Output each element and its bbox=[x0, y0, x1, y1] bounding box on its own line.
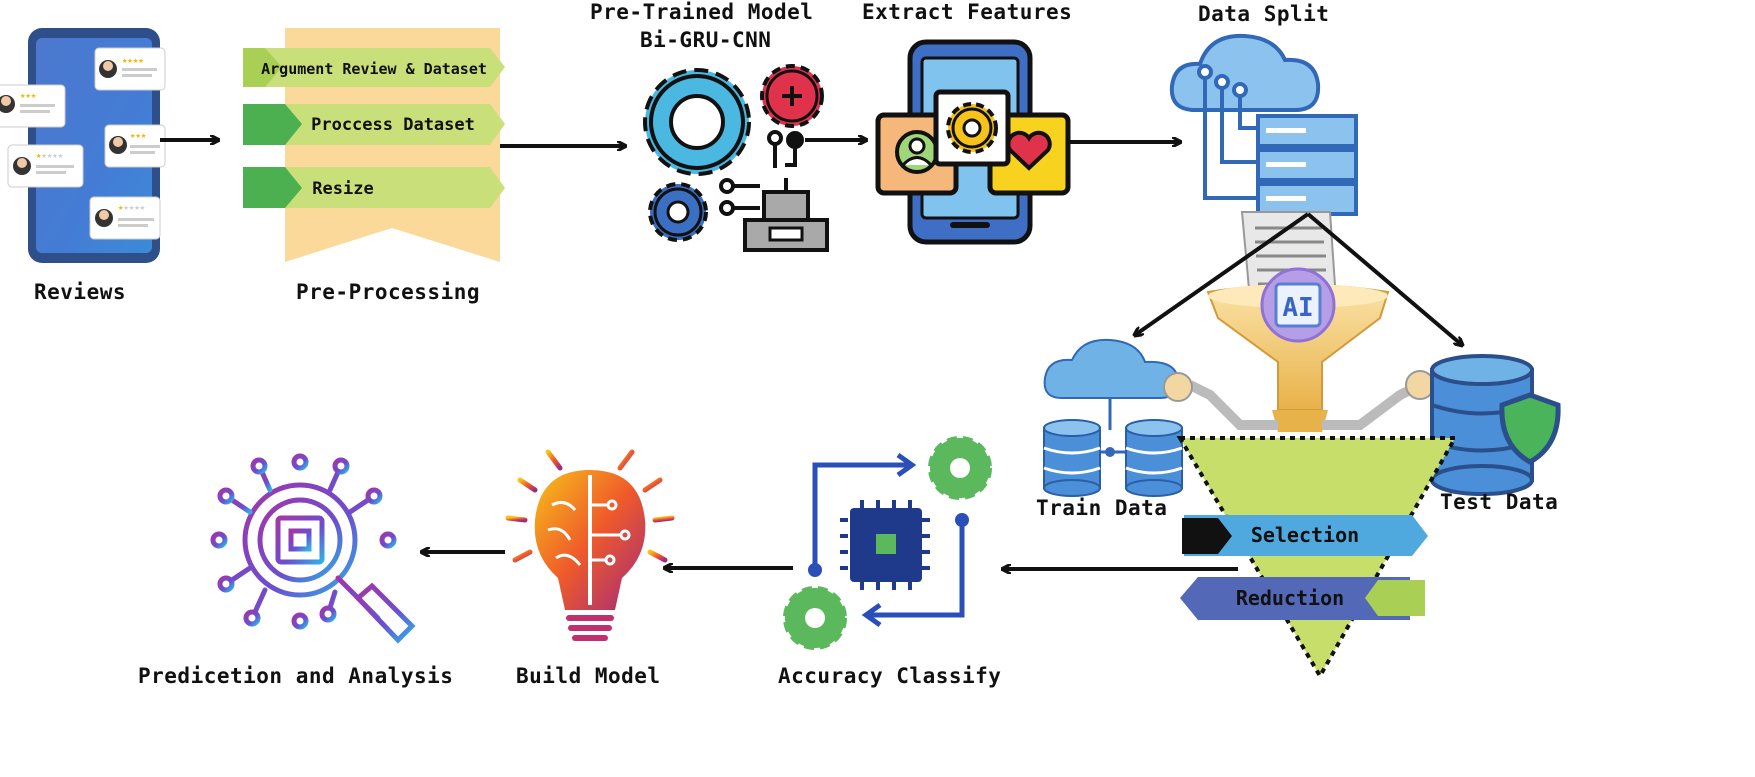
cloud-server-icon bbox=[1169, 33, 1358, 216]
preprocessing-step-1 bbox=[243, 48, 505, 87]
train-data-label: Train Data bbox=[1036, 496, 1168, 520]
reduction-triangle bbox=[1176, 436, 1459, 680]
svg-text:★★★★: ★★★★ bbox=[122, 56, 144, 66]
preprocessing-banner bbox=[243, 28, 505, 262]
test-data-label: Test Data bbox=[1440, 490, 1559, 514]
circuit-magnifier-icon bbox=[210, 453, 416, 644]
brain-bulb-icon bbox=[505, 437, 675, 641]
accuracy-classify-label: Accuracy Classify bbox=[778, 664, 1002, 688]
robot-icon bbox=[743, 178, 829, 252]
phone-reviews-icon: ★★★★ ★★★ ★★★ ★★★★★ ★★★★★ bbox=[0, 28, 166, 263]
preprocessing-step-2 bbox=[243, 104, 505, 145]
database-icon bbox=[1043, 419, 1101, 497]
svg-text:★★★: ★★★ bbox=[20, 91, 37, 101]
ai-badge: AI bbox=[1282, 293, 1313, 323]
reduction-banner bbox=[1180, 577, 1425, 620]
extract-features-label: Extract Features bbox=[862, 0, 1073, 24]
phone-features-icon bbox=[875, 39, 1071, 245]
reduction-label: Reduction bbox=[1236, 586, 1344, 610]
pretrained-model-label: Pre-Trained Model bbox=[590, 0, 814, 24]
preprocessing-label: Pre-Processing bbox=[296, 280, 481, 304]
svg-text:★★★★★: ★★★★★ bbox=[118, 203, 146, 213]
test-data-icon bbox=[1405, 354, 1561, 496]
svg-text:★★★★★: ★★★★★ bbox=[36, 151, 64, 161]
data-split-label: Data Split bbox=[1198, 2, 1330, 26]
build-model-label: Build Model bbox=[516, 664, 661, 688]
pretrained-model-sublabel: Bi-GRU-CNN bbox=[640, 28, 772, 52]
selection-label: Selection bbox=[1251, 523, 1359, 547]
preprocessing-step-3-label: Resize bbox=[312, 179, 373, 199]
selection-banner bbox=[1182, 515, 1428, 556]
preprocessing-step-3 bbox=[243, 167, 505, 208]
preprocessing-step-1-label: Argument Review & Dataset bbox=[261, 60, 487, 78]
arrow-split-to-test bbox=[1306, 212, 1462, 345]
reviews-label: Reviews bbox=[34, 280, 127, 304]
train-data-icon bbox=[1043, 338, 1193, 497]
preprocessing-step-2-label: Proccess Dataset bbox=[311, 115, 475, 135]
prediction-analysis-label: Predicetion and Analysis bbox=[138, 664, 454, 688]
gear-cluster-icon bbox=[643, 64, 824, 242]
arrow-split-to-train bbox=[1135, 212, 1310, 335]
svg-text:★★★: ★★★ bbox=[130, 131, 147, 141]
shield-icon bbox=[1499, 392, 1561, 465]
chip-icon bbox=[783, 436, 992, 650]
